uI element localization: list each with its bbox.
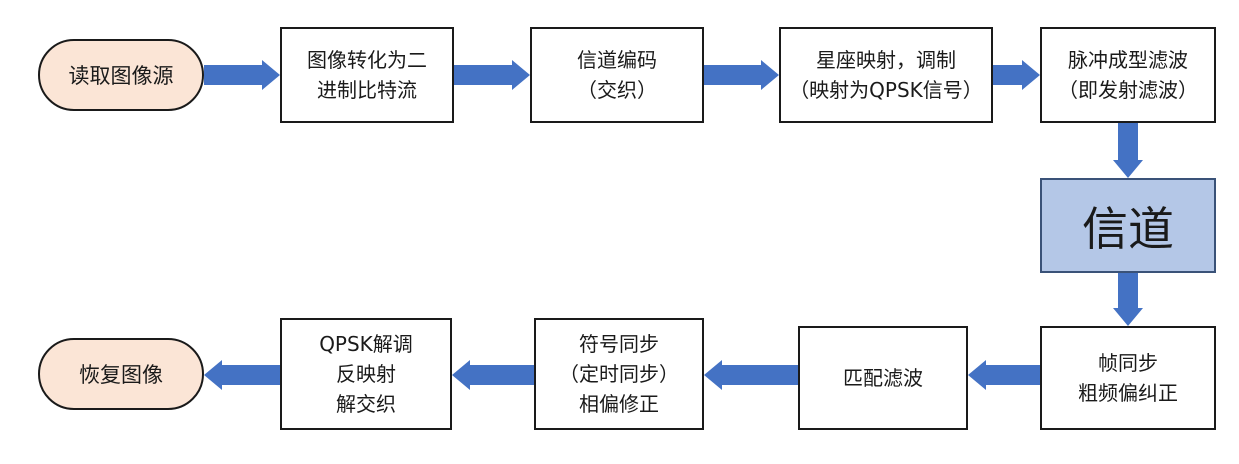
- constellation-mapping-label-line2: （映射为QPSK信号）: [789, 78, 983, 102]
- frame-sync-node: 帧同步 粗频偏纠正: [1040, 326, 1216, 430]
- read-image-source-label: 读取图像源: [68, 64, 174, 88]
- arrow-framesync-to-matched: [968, 360, 1040, 390]
- constellation-mapping-node: 星座映射，调制 （映射为QPSK信号）: [779, 27, 993, 123]
- matched-filter-label: 匹配滤波: [843, 366, 923, 390]
- recover-image-node: 恢复图像: [38, 338, 204, 410]
- channel-coding-label-line1: 信道编码: [577, 48, 657, 72]
- qpsk-demod-label-line3: 解交织: [336, 392, 396, 416]
- channel-coding-label-line2: （交织）: [577, 78, 657, 102]
- symbol-sync-label-line2: （定时同步）: [559, 362, 679, 386]
- arrow-pulse-to-channel: [1113, 123, 1143, 178]
- arrow-matched-to-symbolsync: [704, 360, 798, 390]
- recover-image-label: 恢复图像: [79, 363, 163, 387]
- pulse-shaping-label-line1: 脉冲成型滤波: [1068, 48, 1188, 72]
- image-to-bitstream-node: 图像转化为二 进制比特流: [280, 27, 454, 123]
- channel-coding-node: 信道编码 （交织）: [530, 27, 704, 123]
- read-image-source-node: 读取图像源: [38, 39, 204, 111]
- arrow-symbolsync-to-qpsk: [452, 360, 534, 390]
- symbol-sync-label-line3: 相偏修正: [579, 392, 659, 416]
- image-to-bitstream-label-line1: 图像转化为二: [307, 48, 427, 72]
- arrow-mapping-to-pulse: [993, 60, 1040, 90]
- channel-label: 信道: [1082, 201, 1174, 256]
- arrow-coding-to-mapping: [704, 60, 779, 90]
- qpsk-demod-node: QPSK解调 反映射 解交织: [280, 318, 452, 430]
- qpsk-demod-label-line1: QPSK解调: [319, 332, 413, 356]
- frame-sync-label-line1: 帧同步: [1098, 351, 1158, 375]
- arrow-qpsk-to-recover: [204, 360, 280, 390]
- pulse-shaping-node: 脉冲成型滤波 （即发射滤波）: [1040, 27, 1216, 123]
- channel-node: 信道: [1040, 178, 1216, 273]
- pulse-shaping-label-line2: （即发射滤波）: [1058, 78, 1198, 102]
- arrow-bitstream-to-coding: [454, 60, 530, 90]
- symbol-sync-node: 符号同步 （定时同步） 相偏修正: [534, 318, 704, 430]
- constellation-mapping-label-line1: 星座映射，调制: [816, 48, 956, 72]
- arrow-read-to-bitstream: [204, 60, 280, 90]
- arrow-channel-to-framesync: [1113, 273, 1143, 326]
- frame-sync-label-line2: 粗频偏纠正: [1078, 381, 1178, 405]
- matched-filter-node: 匹配滤波: [798, 326, 968, 430]
- symbol-sync-label-line1: 符号同步: [579, 332, 659, 356]
- image-to-bitstream-label-line2: 进制比特流: [317, 78, 417, 102]
- qpsk-demod-label-line2: 反映射: [336, 362, 396, 386]
